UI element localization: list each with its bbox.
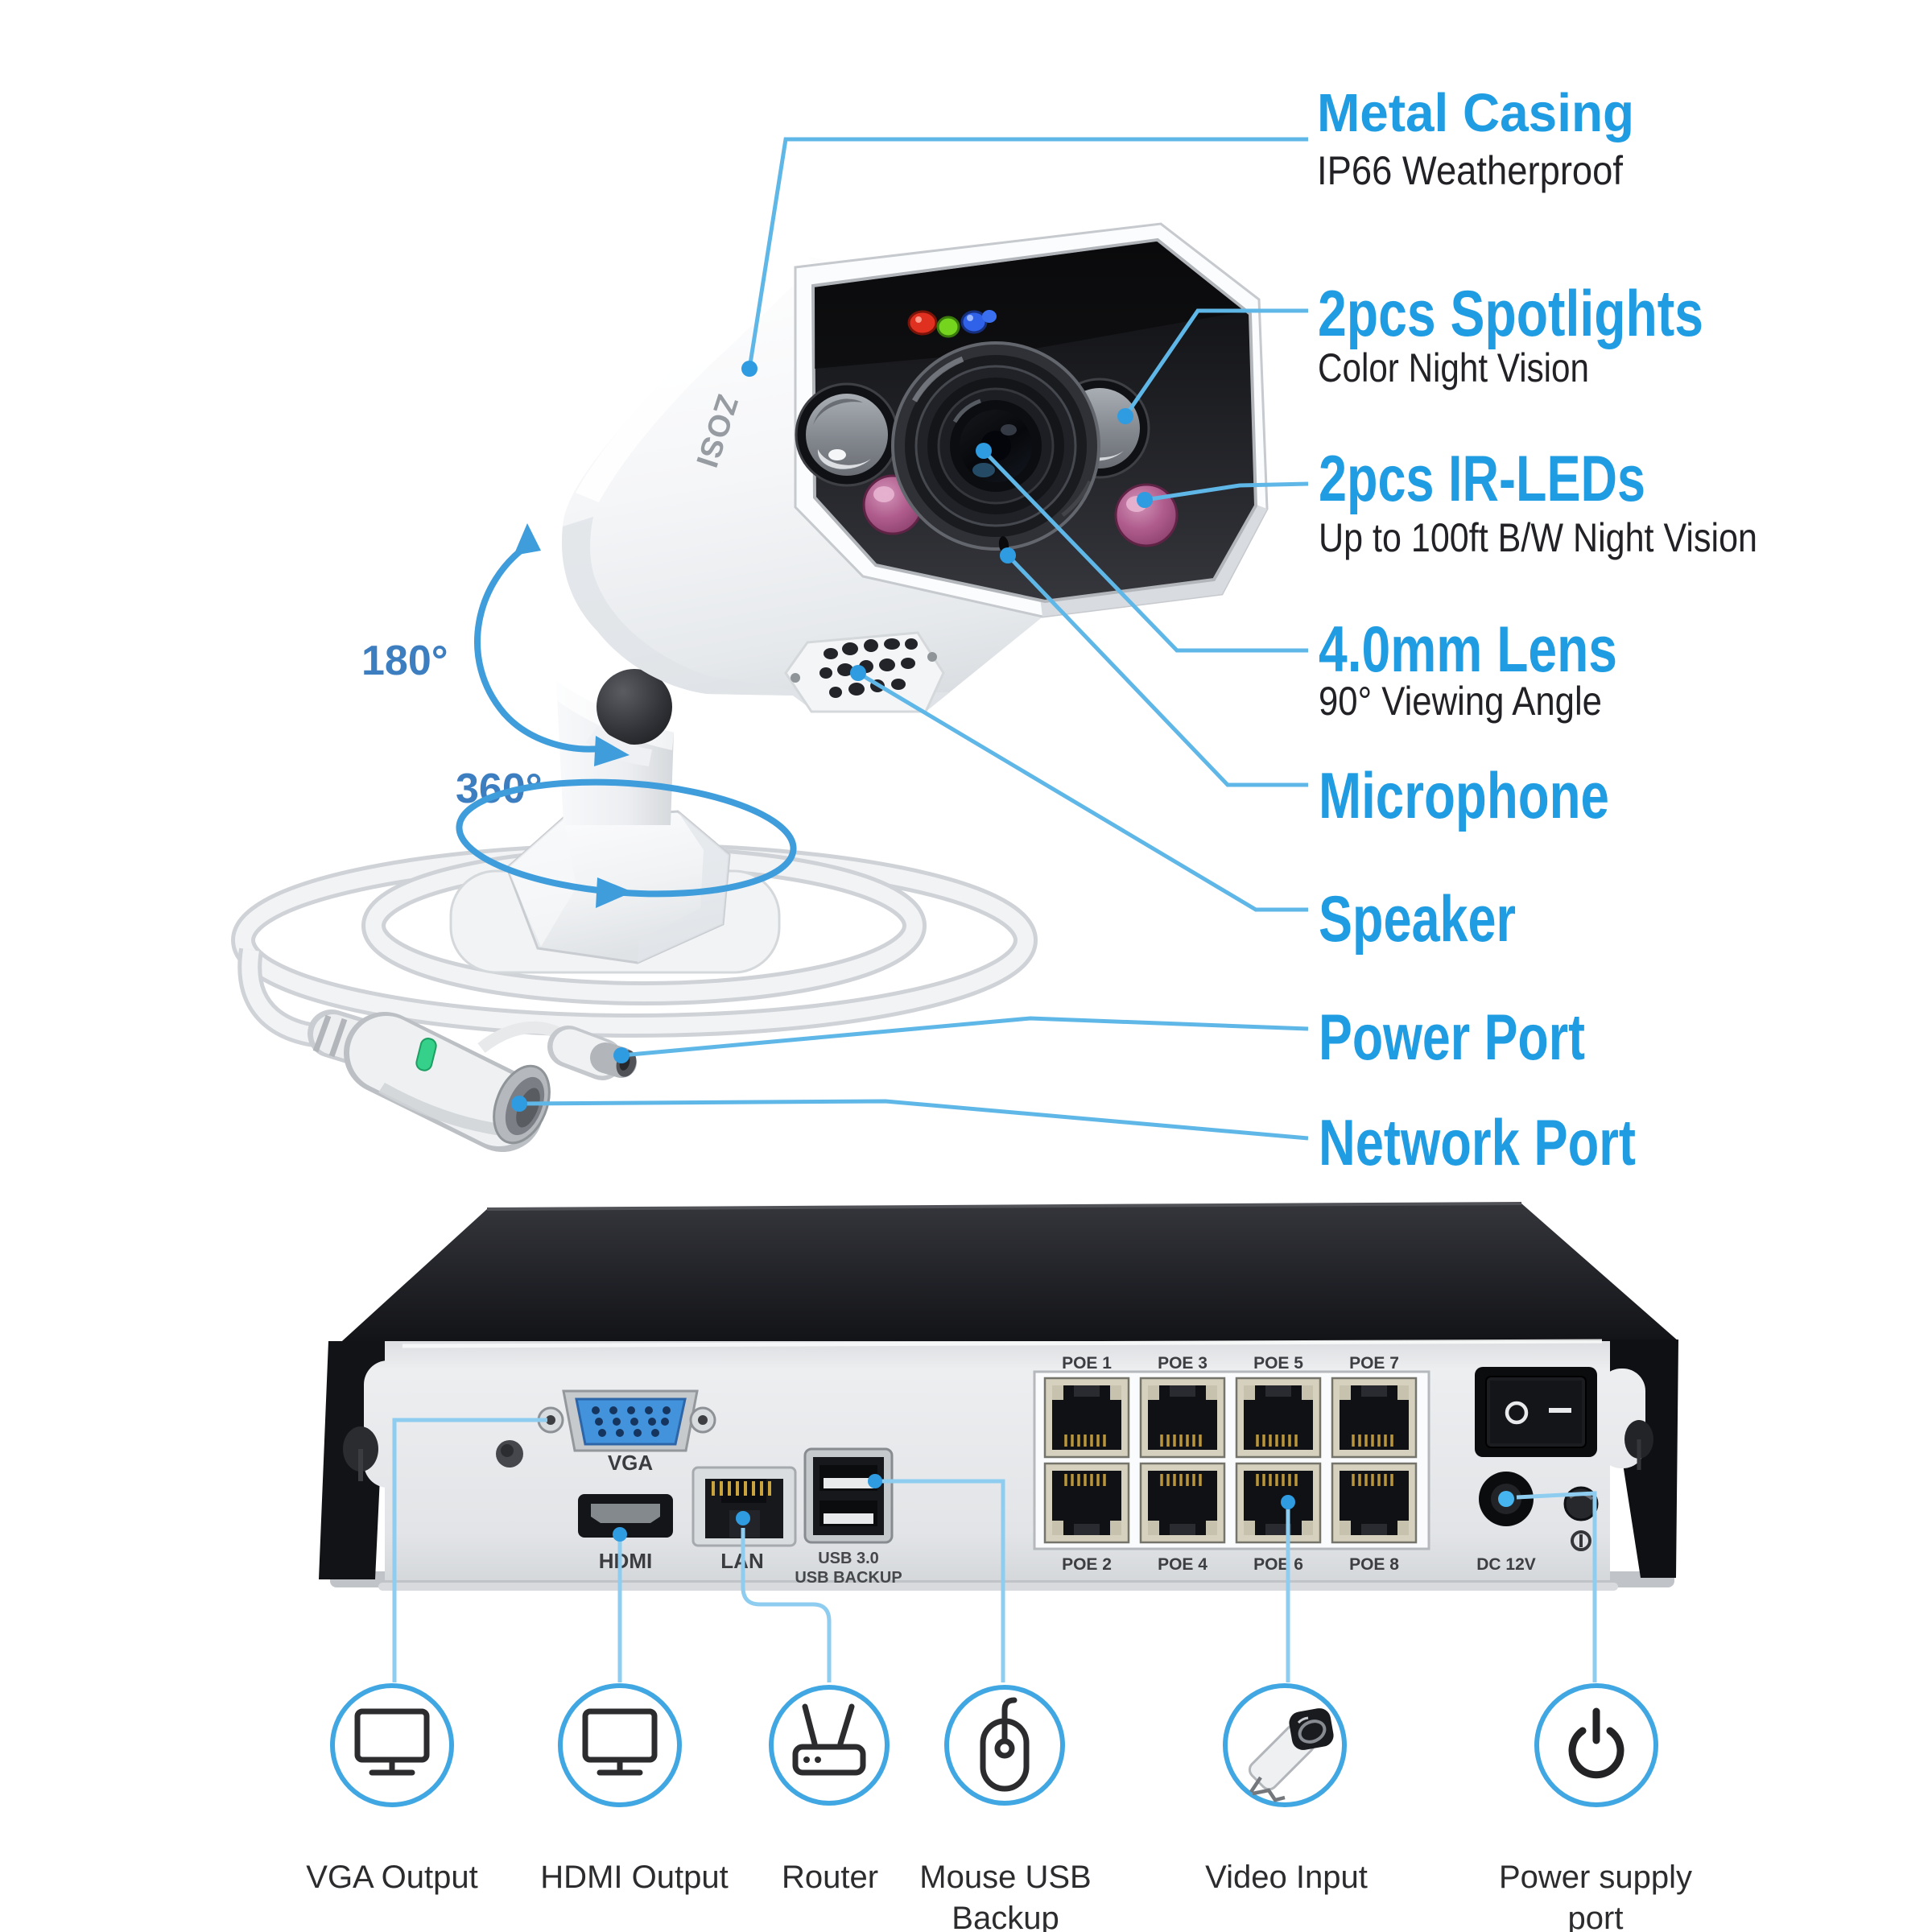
svg-text:USB BACKUP: USB BACKUP xyxy=(795,1569,902,1587)
svg-text:IP66 Weatherproof: IP66 Weatherproof xyxy=(1317,148,1623,193)
svg-text:Metal Casing: Metal Casing xyxy=(1317,83,1634,143)
svg-text:POE 8: POE 8 xyxy=(1349,1555,1399,1574)
svg-text:90° Viewing Angle: 90° Viewing Angle xyxy=(1319,679,1602,724)
svg-text:Mouse USB: Mouse USB xyxy=(919,1860,1091,1895)
svg-text:Power Port: Power Port xyxy=(1319,1001,1585,1074)
svg-text:Video Input: Video Input xyxy=(1205,1860,1368,1895)
svg-text:Up to 100ft B/W Night Vision: Up to 100ft B/W Night Vision xyxy=(1319,515,1757,560)
svg-text:VGA Output: VGA Output xyxy=(306,1860,477,1895)
svg-text:Router: Router xyxy=(782,1860,878,1895)
svg-text:Backup: Backup xyxy=(952,1901,1059,1932)
svg-text:DC 12V: DC 12V xyxy=(1476,1555,1536,1574)
svg-text:Speaker: Speaker xyxy=(1319,883,1516,956)
svg-text:HDMI Output: HDMI Output xyxy=(540,1860,728,1895)
svg-text:POE 7: POE 7 xyxy=(1349,1354,1399,1373)
svg-text:POE 4: POE 4 xyxy=(1158,1555,1208,1574)
svg-text:Microphone: Microphone xyxy=(1319,760,1609,832)
svg-text:Network Port: Network Port xyxy=(1319,1107,1636,1179)
svg-text:2pcs Spotlights: 2pcs Spotlights xyxy=(1318,278,1703,350)
svg-text:POE 6: POE 6 xyxy=(1253,1555,1303,1574)
svg-text:Power supply: Power supply xyxy=(1499,1860,1692,1895)
svg-text:POE 3: POE 3 xyxy=(1158,1354,1208,1373)
svg-text:POE 2: POE 2 xyxy=(1062,1555,1112,1574)
svg-text:4.0mm Lens: 4.0mm Lens xyxy=(1319,613,1617,686)
svg-text:USB 3.0: USB 3.0 xyxy=(818,1550,879,1567)
svg-text:2pcs IR-LEDs: 2pcs IR-LEDs xyxy=(1319,443,1645,515)
svg-text:HDMI: HDMI xyxy=(599,1549,652,1573)
svg-text:180°: 180° xyxy=(361,638,448,684)
svg-text:VGA: VGA xyxy=(608,1451,654,1475)
svg-text:POE 5: POE 5 xyxy=(1253,1354,1303,1373)
svg-text:Color Night Vision: Color Night Vision xyxy=(1318,345,1589,390)
svg-text:port: port xyxy=(1568,1901,1624,1932)
svg-text:POE 1: POE 1 xyxy=(1062,1354,1112,1373)
